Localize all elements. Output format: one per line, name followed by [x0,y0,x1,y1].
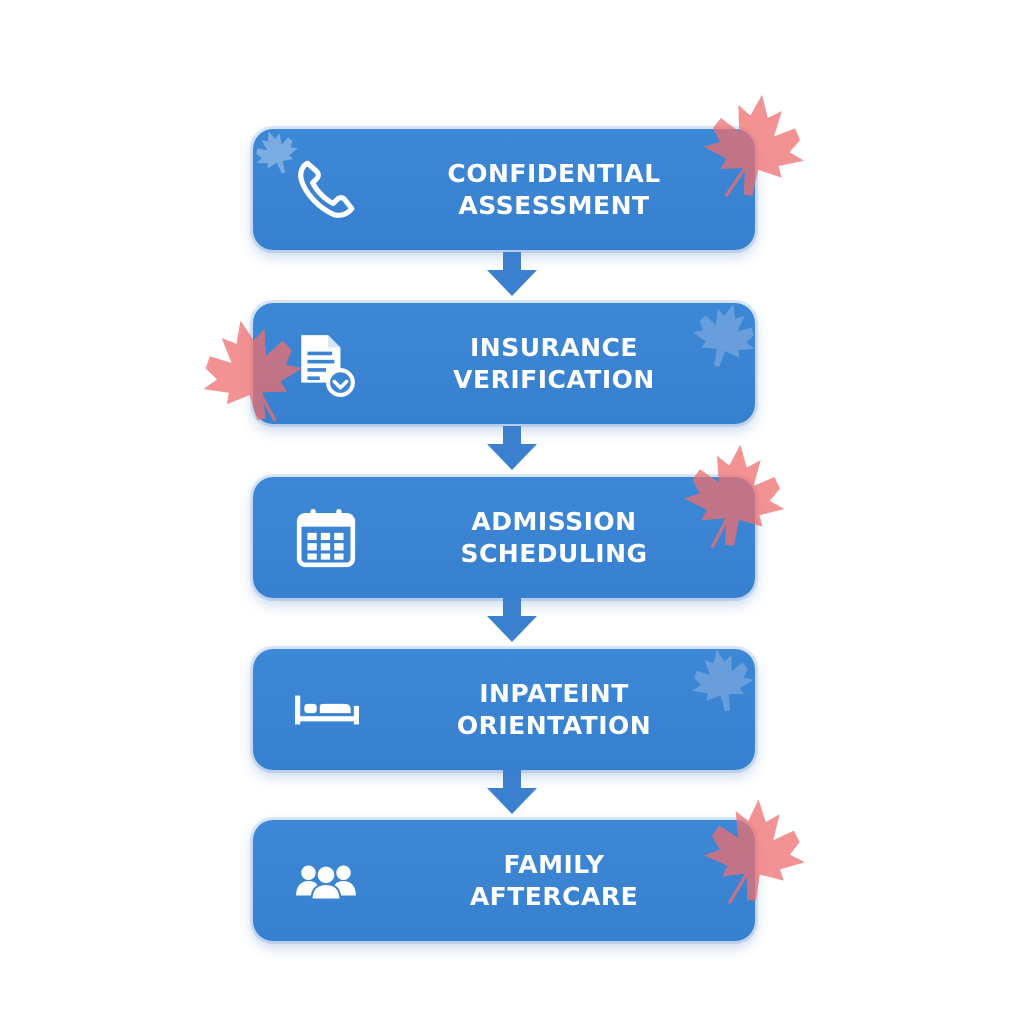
maple-leaf-icon [185,300,318,440]
step-title-line-2: AFTERCARE [469,881,639,911]
flow-arrow [485,426,539,472]
step-label: INPATEINT ORIENTATION [353,649,755,770]
step-family-aftercare[interactable]: FAMILY AFTERCARE [253,820,755,941]
maple-leaf-icon [683,641,762,720]
flow-arrow [485,252,539,298]
step-confidential-assessment[interactable]: CONFIDENTIAL ASSESSMENT [253,129,755,250]
phone-icon [293,157,359,223]
flow-arrow [485,770,539,816]
step-title-line-1: INSURANCE [470,332,638,362]
step-insurance-verification[interactable]: INSURANCE VERIFICATION [253,303,755,424]
calendar-icon [293,505,359,571]
step-label: INSURANCE VERIFICATION [353,303,755,424]
step-title-line-1: INPATEINT [479,678,629,708]
document-check-icon [293,331,359,397]
step-title-line-1: ADMISSION [471,506,637,536]
step-label: FAMILY AFTERCARE [353,820,755,941]
maple-leaf-icon [693,83,817,207]
step-title-line-1: FAMILY [503,849,605,879]
step-title-line-2: ORIENTATION [456,710,652,740]
step-title-line-2: VERIFICATION [453,364,655,394]
family-group-icon [293,848,359,914]
flow-arrow [485,598,539,644]
step-label: CONFIDENTIAL ASSESSMENT [353,129,755,250]
step-title-line-1: CONFIDENTIAL [447,158,661,188]
step-title-line-2: ASSESSMENT [458,190,650,220]
step-label: ADMISSION SCHEDULING [353,477,755,598]
step-title-line-2: SCHEDULING [460,538,648,568]
maple-leaf-icon [696,791,813,908]
step-admission-scheduling[interactable]: ADMISSION SCHEDULING [253,477,755,598]
step-inpatient-orientation[interactable]: INPATEINT ORIENTATION [253,649,755,770]
bed-icon [293,677,359,743]
maple-leaf-icon [675,435,796,556]
